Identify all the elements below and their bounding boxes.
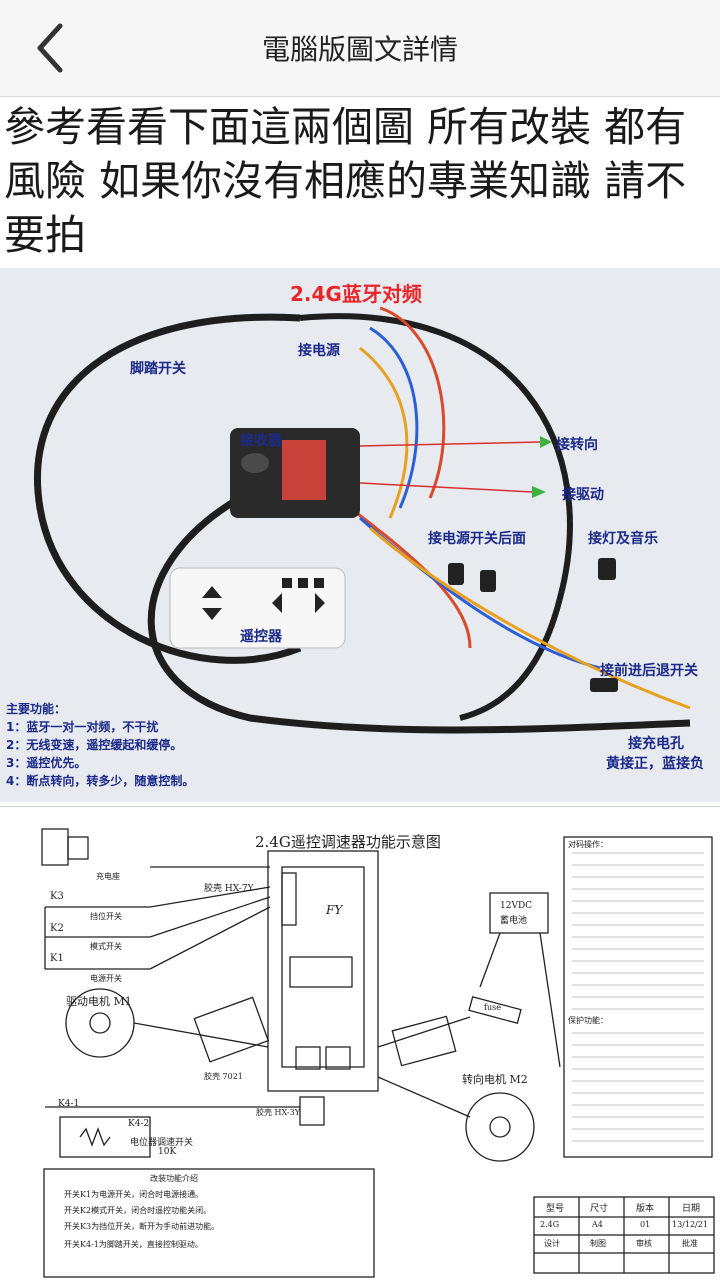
page-title: 電腦版圖文詳情 <box>261 33 458 66</box>
label-forward-reverse: 接前进后退开关 <box>600 663 698 679</box>
label-steering: 接转向 <box>556 437 598 453</box>
label-after-power-switch: 接电源开关后面 <box>428 531 526 547</box>
label-k3: K3 <box>50 891 64 902</box>
photo-title: 2.4G蓝牙对频 <box>290 282 422 306</box>
label-pot-value: 10K <box>158 1147 177 1157</box>
label-foot-switch: 脚踏开关 <box>130 361 186 377</box>
table-header: 版本 <box>636 1204 655 1214</box>
label-gear-switch: 挡位开关 <box>90 912 122 921</box>
notes-title: 改装功能介绍 <box>150 1174 198 1183</box>
label-plug-7y: 胶壳 HX-7Y <box>204 884 254 894</box>
label-light-music: 接灯及音乐 <box>588 531 658 547</box>
table-cell: 审核 <box>636 1239 652 1248</box>
table-header: 尺寸 <box>590 1204 609 1214</box>
table-header: 型号 <box>546 1204 565 1214</box>
label-battery: 蓄电池 <box>500 916 528 926</box>
function-item: 4：断点转向，转多少，随意控制。 <box>6 774 195 788</box>
table-cell: 批准 <box>682 1239 698 1248</box>
label-k1: K1 <box>50 953 64 964</box>
table-cell: 2.4G <box>540 1220 560 1229</box>
chevron-left-icon <box>37 23 63 73</box>
note-item: 开关K1为电源开关，闭合时电源接通。 <box>64 1190 204 1199</box>
label-drive-motor: 驱动电机 M1 <box>66 995 132 1008</box>
label-protect-heading: 保护功能： <box>568 1016 608 1025</box>
label-pot: 电位器调速开关 <box>130 1138 194 1148</box>
wiring-photo: 2.4G蓝牙对频 脚踏开关 接电源 接收器 接转向 接驱动 接电源开关后面 接灯… <box>0 268 720 802</box>
table-cell: 设计 <box>544 1239 560 1248</box>
label-mode-switch: 模式开关 <box>90 942 122 951</box>
label-power: 接电源 <box>298 343 340 359</box>
table-cell: 13/12/21 <box>672 1220 708 1229</box>
diagram-title: 2.4G遥控调速器功能示意图 <box>255 833 441 851</box>
function-item: 3：遥控优先。 <box>6 756 87 770</box>
label-receiver: 接收器 <box>240 433 282 449</box>
table-cell: 制图 <box>590 1239 606 1248</box>
function-item: 2：无线变速，遥控缓起和缓停。 <box>6 738 183 752</box>
label-k4-2: K4-2 <box>128 1119 150 1129</box>
table-cell: A4 <box>592 1220 603 1229</box>
label-charger: 充电座 <box>96 872 120 881</box>
label-plug-3y: 胶壳 HX-3Y <box>256 1108 301 1117</box>
label-freq-heading: 对码操作： <box>568 840 608 849</box>
back-button[interactable] <box>28 18 76 78</box>
schematic-drawing <box>41 828 715 1278</box>
note-item: 开关K2模式开关，闭合时遥控功能关闭。 <box>64 1206 212 1215</box>
top-bar: 電腦版圖文詳情 <box>0 0 720 97</box>
article-text: 參考看看下面這兩個圖 所有改裝 都有風險 如果你沒有相應的專業知識 請不要拍 <box>4 103 687 259</box>
label-drive: 接驱动 <box>562 487 604 503</box>
label-steer-motor: 转向电机 M2 <box>462 1073 528 1086</box>
functions-heading: 主要功能： <box>6 702 67 716</box>
label-k2: K2 <box>50 923 64 934</box>
label-remote: 遥控器 <box>240 629 282 645</box>
controller-logo: FY <box>326 903 343 917</box>
schematic-diagram: 2.4G遥控调速器功能示意图 充电座 K3 K2 K1 挡位开关 模式开关 电源… <box>0 806 720 1281</box>
note-item: 开关K4-1为脚踏开关，直接控制驱动。 <box>64 1240 203 1249</box>
label-fuse: fuse <box>484 1003 501 1012</box>
label-yellow-red-blue: 黄接正，蓝接负 <box>606 756 704 772</box>
function-item: 1：蓝牙一对一对频，不干扰 <box>6 720 159 734</box>
wiring-photo-drawing <box>0 268 720 802</box>
label-power-switch: 电源开关 <box>90 974 122 983</box>
label-battery-voltage: 12VDC <box>500 901 533 911</box>
label-plug-7021: 胶壳 7021 <box>204 1072 243 1081</box>
label-charge-port: 接充电孔 <box>628 736 684 752</box>
note-item: 开关K3为挡位开关，断开为手动前进功能。 <box>64 1222 220 1231</box>
table-cell: 01 <box>640 1220 651 1229</box>
table-header: 日期 <box>682 1204 701 1214</box>
functions-list: 主要功能： 1：蓝牙一对一对频，不干扰 2：无线变速，遥控缓起和缓停。 3：遥控… <box>6 700 194 790</box>
label-k4-1: K4-1 <box>58 1099 80 1109</box>
